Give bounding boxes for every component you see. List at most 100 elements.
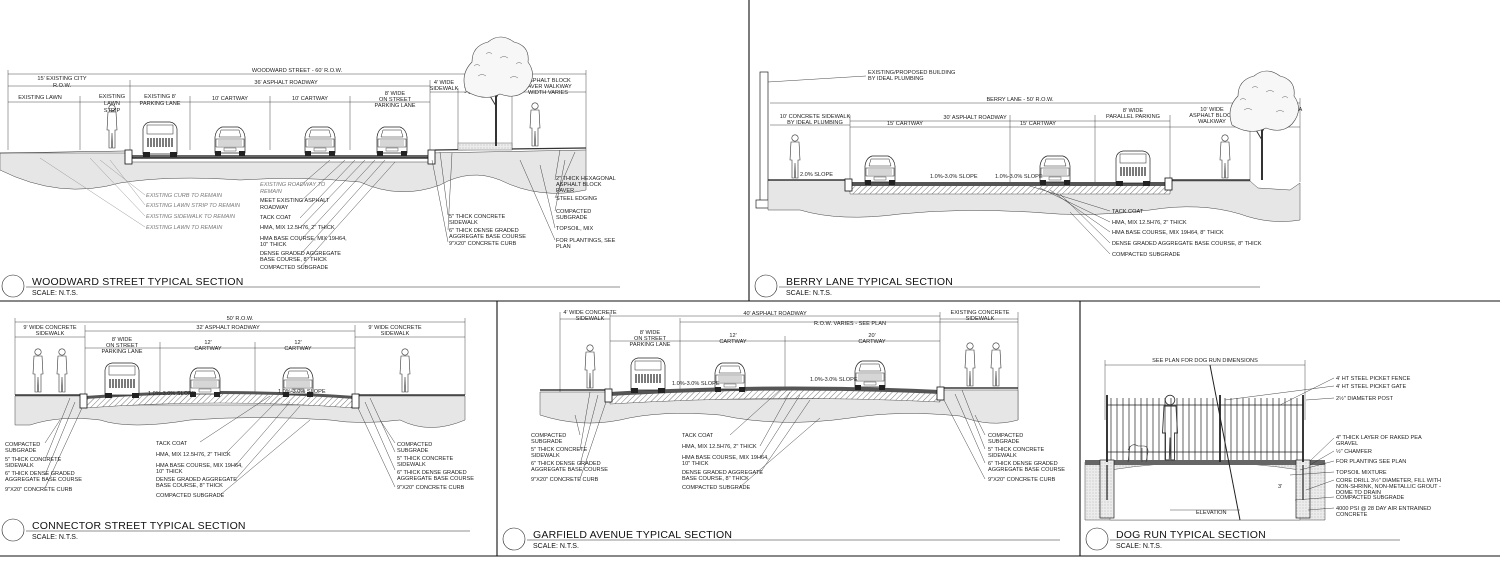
garfield-vehicle-1	[630, 357, 666, 394]
garfield-row-dim: R.O.W. VARIES - SEE PLAN	[814, 321, 886, 327]
berry-pavement	[850, 182, 1170, 186]
dogrun-note-fence: 4' HT STEEL PICKET FENCE	[1336, 376, 1411, 382]
connector-asphalt-dim: 32' ASPHALT ROADWAY	[196, 325, 260, 331]
woodward-curb-right	[427, 149, 436, 165]
woodward-row-dim: WOODWARD STREET - 60' R.O.W.	[252, 68, 343, 74]
berry-row-dim: BERRY LANE - 50' R.O.W.	[986, 97, 1054, 103]
garfield-right-note-curb: 9"X20" CONCRETE CURB	[988, 477, 1056, 483]
garfield-note-curb: 9"X20" CONCRETE CURB	[531, 477, 599, 483]
woodward-vehicle-1	[142, 121, 178, 158]
woodward-ghost-note-1: EXISTING CURB TO REMAIN	[146, 193, 223, 199]
berry-note-dense-graded: DENSE GRADED AGGREGATE BASE COURSE, 8" T…	[1112, 241, 1262, 247]
connector-vehicle-1	[104, 362, 140, 399]
woodward-note-tack-coat: TACK COAT	[260, 215, 292, 221]
woodward-dimensions: WOODWARD STREET - 60' R.O.W. 36' ASPHALT…	[7, 68, 587, 150]
dogrun-note-planting: FOR PLANTING SEE PLAN	[1336, 459, 1406, 465]
connector-slope-2: 1.0%-3.0% SLOPE	[278, 389, 326, 395]
garfield-pedestrian-2	[964, 342, 976, 387]
garfield-vehicle-3	[854, 360, 886, 391]
berry-vehicle-3	[1115, 150, 1151, 187]
woodward-ground	[0, 149, 587, 194]
woodward-asphalt-dim: 36' ASPHALT ROADWAY	[254, 80, 318, 86]
dogrun-gravel	[1085, 460, 1325, 465]
connector-note-subgrade: COMPACTED SUBGRADE	[156, 493, 225, 499]
woodward-note-curb: 9"X20" CONCRETE CURB	[449, 241, 517, 247]
garfield-curb-right	[936, 386, 945, 401]
garfield-vehicle-2	[714, 362, 746, 393]
woodward-ghost-note-4: EXISTING LAWN TO REMAIN	[146, 225, 223, 231]
garfield-title-bubble	[502, 527, 526, 551]
garfield-slope-1: 1.0%-3.0% SLOPE	[672, 381, 720, 387]
connector-note-tack-coat: TACK COAT	[156, 441, 188, 447]
garfield-curb-left	[604, 388, 613, 403]
dogrun-note-subgrade: COMPACTED SUBGRADE	[1336, 495, 1405, 501]
berry-curb-left	[844, 178, 853, 192]
dogrun-elevation-label: ELEVATION	[1196, 510, 1227, 516]
connector-cartway2-dim: 12'CARTWAY	[284, 340, 312, 352]
garfield-note-hma-base: HMA BASE COURSE, MIX 19H64,10" THICK	[682, 455, 769, 467]
berry-vehicle-2	[1039, 155, 1071, 186]
berry-title-bubble	[754, 274, 778, 298]
berry-note-hma: HMA, MIX 12.5H76, 2" THICK	[1112, 220, 1187, 226]
garfield-asphalt-dim: 40' ASPHALT ROADWAY	[743, 311, 807, 317]
berry-slope-2: 1.0%-3.0% SLOPE	[930, 174, 978, 180]
woodward-vehicle-2	[214, 126, 246, 157]
berry-tree	[1229, 70, 1300, 181]
berry-pedestrian-1	[789, 134, 801, 179]
dogrun-depth-label: 3'	[1278, 484, 1282, 490]
berry-note-subgrade: COMPACTED SUBGRADE	[1112, 252, 1181, 258]
woodward-curb-left	[124, 149, 133, 165]
woodward-title: WOODWARD STREET TYPICAL SECTION	[32, 276, 244, 288]
berry-dimensions: BERRY LANE - 50' R.O.W. 10' CONCRETE SID…	[770, 97, 1302, 182]
connector-center-notes: TACK COAT HMA, MIX 12.5H76, 2" THICK HMA…	[156, 395, 311, 499]
garfield-note-tack-coat: TACK COAT	[682, 433, 714, 439]
woodward-cartway1-dim: 10' CARTWAY	[212, 96, 248, 102]
berry-scale: SCALE: N.T.S.	[786, 290, 832, 297]
dogrun-fence	[1106, 395, 1304, 462]
dogrun-pickets	[1110, 398, 1298, 460]
berry-cartway2-dim: 15' CARTWAY	[1020, 121, 1056, 127]
dogrun-title-bubble	[1085, 527, 1109, 551]
dogrun-top-dim: SEE PLAN FOR DOG RUN DIMENSIONS	[1152, 358, 1258, 364]
garfield-note-subgrade: COMPACTED SUBGRADE	[682, 485, 751, 491]
woodward-vehicle-3	[304, 126, 336, 157]
berry-ground	[767, 179, 1301, 222]
woodward-note-hma-base: HMA BASE COURSE, MIX 19H64,10" THICK	[260, 236, 347, 248]
connector-row-dim: 50' R.O.W.	[227, 316, 254, 322]
dogrun-title: DOG RUN TYPICAL SECTION	[1116, 529, 1266, 541]
woodward-cartway2-dim: 10' CARTWAY	[292, 96, 328, 102]
woodward-vehicle-4	[376, 126, 408, 157]
connector-curb-left	[79, 393, 88, 409]
